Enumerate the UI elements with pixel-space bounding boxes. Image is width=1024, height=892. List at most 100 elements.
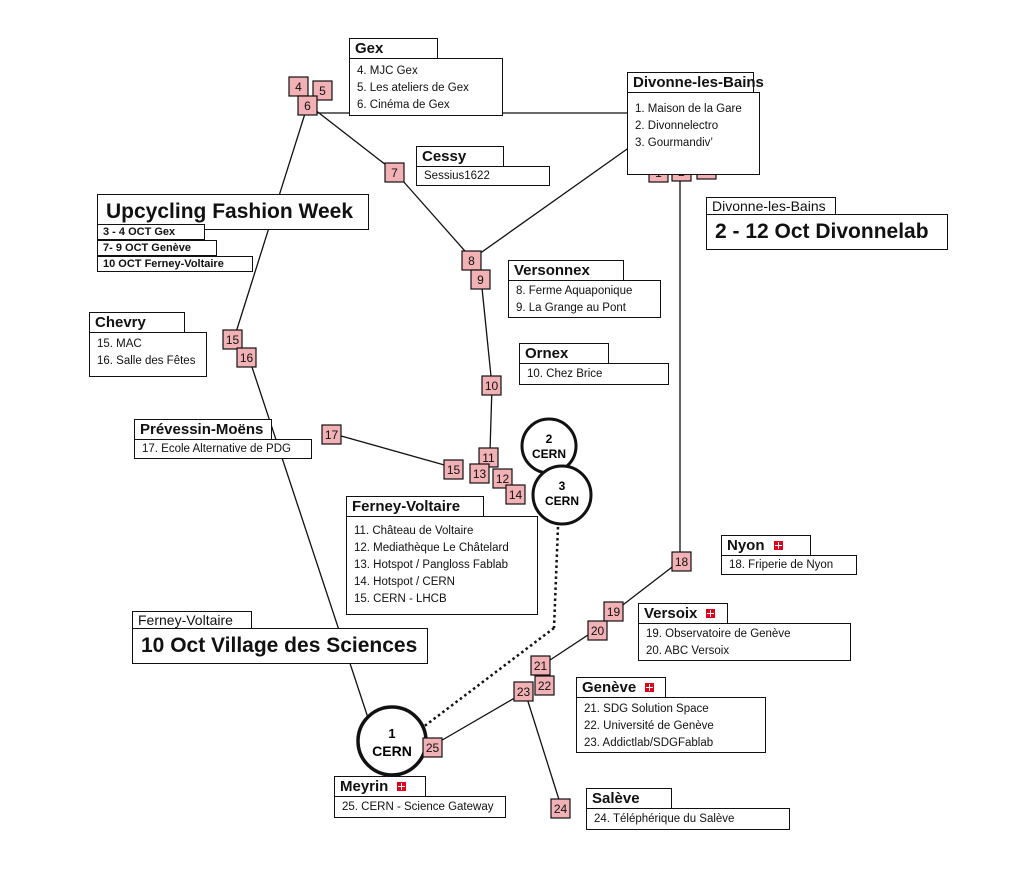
route-line xyxy=(524,691,562,807)
node-marker-24[interactable]: 24 xyxy=(550,798,571,819)
location-item[interactable]: 19. Observatoire de Genève xyxy=(646,628,791,640)
node-square xyxy=(603,601,624,622)
location-item[interactable]: 6. Cinéma de Gex xyxy=(357,99,450,111)
node-marker-9[interactable]: 9 xyxy=(470,269,491,290)
node-marker-23[interactable]: 23 xyxy=(513,681,534,702)
node-square xyxy=(587,620,608,641)
node-square xyxy=(443,459,464,480)
location-item[interactable]: 4. MJC Gex xyxy=(357,65,418,77)
location-item[interactable]: 24. Téléphérique du Salève xyxy=(594,813,735,825)
node-square xyxy=(312,80,333,101)
node-marker-17[interactable]: 17 xyxy=(321,424,342,445)
location-item[interactable]: 16. Salle des Fêtes xyxy=(97,355,196,367)
cern-circle-label: CERN xyxy=(372,743,412,759)
location-name: Nyon xyxy=(721,535,811,557)
location-name: Ornex xyxy=(519,343,609,365)
location-list: 15. MAC 16. Salle des Fêtes xyxy=(89,332,207,377)
swiss-flag-icon xyxy=(397,782,407,791)
node-marker-21[interactable]: 21 xyxy=(530,655,551,676)
location-item[interactable]: 8. Ferme Aquaponique xyxy=(516,285,633,297)
location-name: Chevry xyxy=(89,312,185,334)
location-name-text: Nyon xyxy=(727,537,765,554)
cern-dotted-link xyxy=(552,526,560,629)
node-marker-14[interactable]: 14 xyxy=(505,484,526,505)
location-item[interactable]: 5. Les ateliers de Gex xyxy=(357,82,469,94)
location-item[interactable]: 10. Chez Brice xyxy=(527,368,603,380)
location-list: 1. Maison de la Gare 2. Divonnelectro 3.… xyxy=(627,92,760,175)
location-item[interactable]: 17. Ecole Alternative de PDG xyxy=(142,443,291,455)
node-marker-4[interactable]: 4 xyxy=(288,76,309,97)
node-marker-8[interactable]: 8 xyxy=(461,250,482,271)
node-marker-6[interactable]: 6 xyxy=(297,95,318,116)
cern-circle-3[interactable]: 3 CERN xyxy=(531,464,593,526)
cern-circle-label: CERN xyxy=(532,447,566,461)
location-item[interactable]: 3. Gourmandiv’ xyxy=(635,137,713,149)
node-square xyxy=(513,681,534,702)
location-item[interactable]: 14. Hotspot / CERN xyxy=(354,576,455,588)
location-item[interactable]: 12. Mediathèque Le Châtelard xyxy=(354,542,509,554)
node-number: 5 xyxy=(319,84,326,98)
node-number: 7 xyxy=(391,166,398,180)
location-item[interactable]: 13. Hotspot / Pangloss Fablab xyxy=(354,559,509,571)
location-name: Gex xyxy=(349,38,438,60)
location-list: 19. Observatoire de Genève 20. ABC Verso… xyxy=(638,623,851,661)
location-item[interactable]: 15. MAC xyxy=(97,338,142,350)
route-line xyxy=(480,277,493,387)
event-title[interactable]: 10 Oct Village des Sciences xyxy=(132,628,428,664)
location-item[interactable]: 21. SDG Solution Space xyxy=(584,703,709,715)
location-item[interactable]: 18. Friperie de Nyon xyxy=(729,559,834,571)
cern-dotted-link xyxy=(417,627,555,732)
node-number: 14 xyxy=(509,488,523,502)
event-date: 10 OCT Ferney-Voltaire xyxy=(97,256,253,272)
node-marker-11[interactable]: 11 xyxy=(478,447,499,468)
node-marker-10[interactable]: 10 xyxy=(481,375,502,396)
cern-circle-1[interactable]: 1 CERN xyxy=(356,705,428,777)
location-name: Salève xyxy=(586,788,672,810)
location-item[interactable]: 23. Addictlab/SDGFablab xyxy=(584,737,714,749)
cern-circle-2[interactable]: 2 CERN xyxy=(520,417,578,475)
location-list: 24. Téléphérique du Salève xyxy=(586,808,790,830)
route-line xyxy=(309,105,396,173)
route-line xyxy=(471,146,631,260)
node-square xyxy=(321,424,342,445)
location-item[interactable]: Sessius1622 xyxy=(424,170,490,182)
node-marker-15[interactable]: 15 xyxy=(443,459,464,480)
node-marker-15[interactable]: 15 xyxy=(222,329,243,350)
node-number: 15 xyxy=(447,463,461,477)
location-item[interactable]: 20. ABC Versoix xyxy=(646,645,730,657)
node-marker-16[interactable]: 16 xyxy=(236,347,257,368)
location-name: Versoix xyxy=(638,603,728,625)
location-list: 8. Ferme Aquaponique 9. La Grange au Pon… xyxy=(508,280,661,318)
location-item[interactable]: 9. La Grange au Pont xyxy=(516,302,626,314)
node-marker-22[interactable]: 22 xyxy=(534,675,555,696)
location-list: 25. CERN - Science Gateway xyxy=(334,796,506,818)
node-square xyxy=(481,375,502,396)
node-marker-19[interactable]: 19 xyxy=(603,601,624,622)
node-marker-5[interactable]: 5 xyxy=(312,80,333,101)
event-title[interactable]: 2 - 12 Oct Divonnelab xyxy=(706,214,948,250)
node-marker-18[interactable]: 18 xyxy=(671,551,692,572)
cern-circle-label: CERN xyxy=(545,494,579,508)
node-marker-20[interactable]: 20 xyxy=(587,620,608,641)
node-marker-7[interactable]: 7 xyxy=(384,162,405,183)
node-marker-12[interactable]: 12 xyxy=(492,468,513,489)
swiss-flag-icon xyxy=(645,683,655,692)
node-marker-13[interactable]: 13 xyxy=(469,463,490,484)
event-date: 3 - 4 OCT Gex xyxy=(97,224,205,240)
node-number: 21 xyxy=(534,659,548,673)
location-item[interactable]: 22. Université de Genève xyxy=(584,720,714,732)
location-item[interactable]: 25. CERN - Science Gateway xyxy=(342,801,494,813)
location-name-text: Meyrin xyxy=(340,778,389,795)
location-item[interactable]: 15. CERN - LHCB xyxy=(354,593,447,605)
route-line xyxy=(614,560,681,612)
node-number: 4 xyxy=(295,80,302,94)
node-square xyxy=(505,484,526,505)
node-square xyxy=(222,329,243,350)
location-item[interactable]: 2. Divonnelectro xyxy=(635,120,719,132)
location-item[interactable]: 1. Maison de la Gare xyxy=(635,103,742,115)
node-square xyxy=(530,655,551,676)
node-marker-25[interactable]: 25 xyxy=(422,737,443,758)
location-item[interactable]: 11. Château de Voltaire xyxy=(354,525,474,537)
node-square xyxy=(236,347,257,368)
node-number: 8 xyxy=(468,254,475,268)
